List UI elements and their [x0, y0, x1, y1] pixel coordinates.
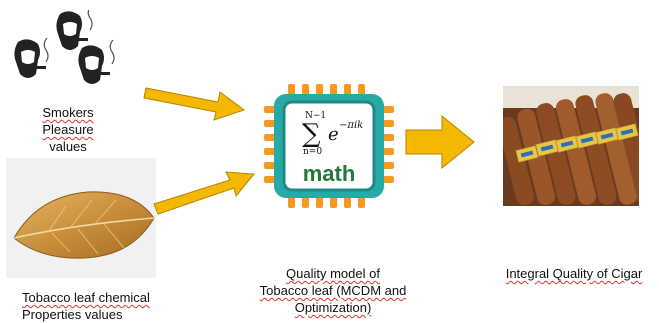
smokers-label: Smokers Pleasure values [28, 104, 108, 155]
model-label-line-2: Tobacco leaf (MCDM and [259, 283, 407, 298]
arrow-smokers-to-model [143, 87, 246, 121]
smoker-face-2 [56, 10, 93, 50]
formula-base: e [328, 124, 339, 145]
math-chip-icon: N−1 ∑ n=0 e −πik math [264, 84, 394, 208]
formula-upper: N−1 [305, 111, 326, 121]
arrow-leaf-to-model [153, 171, 255, 215]
smokers-label-line-3: values [49, 139, 87, 154]
tobacco-leaf-icon [13, 191, 155, 259]
model-label-line-3: Optimization) [294, 300, 372, 315]
smokers-icon [14, 10, 115, 84]
leaf-label-line-2: Properties values [22, 307, 123, 322]
cigar-box-icon [503, 86, 639, 206]
cigar-label: Integral Quality of Cigar [494, 265, 654, 282]
cigar-label-line-1: Integral Quality of Cigar [505, 266, 643, 281]
formula-exponent: −πik [339, 120, 363, 131]
smokers-label-line-2: Pleasure [42, 122, 94, 137]
arrow-model-to-cigar [405, 114, 475, 170]
smokers-label-line-1: Smokers [42, 105, 94, 120]
model-label-line-1: Quality model of [286, 266, 380, 281]
formula-sum: ∑ [302, 119, 321, 149]
leaf-label: Tobacco leaf chemical Properties values [22, 289, 150, 323]
formula-lower: n=0 [303, 147, 322, 157]
smoker-face-1 [14, 37, 49, 78]
leaf-label-line-1: Tobacco leaf chemical [22, 290, 150, 305]
chip-math-text: math [303, 161, 356, 186]
model-label: Quality model of Tobacco leaf (MCDM and … [258, 265, 408, 316]
smoker-face-3 [78, 39, 115, 84]
